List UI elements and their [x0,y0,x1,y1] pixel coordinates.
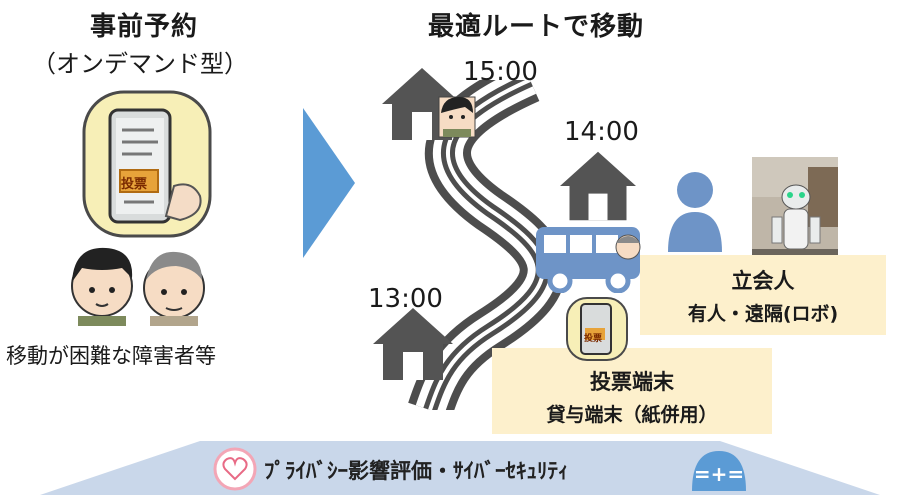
terminal-vote-button-text: 投票 [584,334,603,344]
left-subtitle: （オンデマンド型） [32,50,248,78]
phone-vote-button-text: 投票 [121,177,148,192]
voting-terminal-icon [566,297,628,361]
house-icon [560,151,636,221]
people-faces-illustration [71,247,205,326]
bus-icon [536,227,641,293]
person-icon [668,172,722,252]
terminal-title: 投票端末 [590,370,674,394]
observer-label-box: 立会人 有人・遠隔(ロボ) [640,255,886,335]
time-label-1400: 14:00 [564,117,639,147]
observer-title: 立会人 [731,269,795,293]
avatar-robot-photo [752,157,838,263]
observer-subtitle: 有人・遠隔(ロボ) [687,303,839,325]
passenger-avatar [438,96,476,138]
smartphone-illustration [82,90,212,238]
flow-arrow [303,108,355,258]
right-title: 最適ルートで移動 [428,12,645,42]
left-title: 事前予約 [90,12,199,42]
left-caption: 移動が困難な障害者等 [6,344,216,368]
time-label-1500: 15:00 [463,57,538,87]
house-icon [373,308,453,380]
security-shield-icon: =+= [692,451,746,491]
svg-text:=+=: =+= [694,462,744,486]
footer-text: ﾌﾟﾗｲﾊﾞｼｰ影響評価・ｻｲﾊﾞｰｾｷｭﾘﾃｨ [264,459,569,483]
terminal-subtitle: 貸与端末（紙併用） [546,404,718,426]
terminal-label-box: 投票端末 貸与端末（紙併用） [492,348,772,434]
heart-icon [213,447,257,491]
time-label-1300: 13:00 [368,284,443,314]
